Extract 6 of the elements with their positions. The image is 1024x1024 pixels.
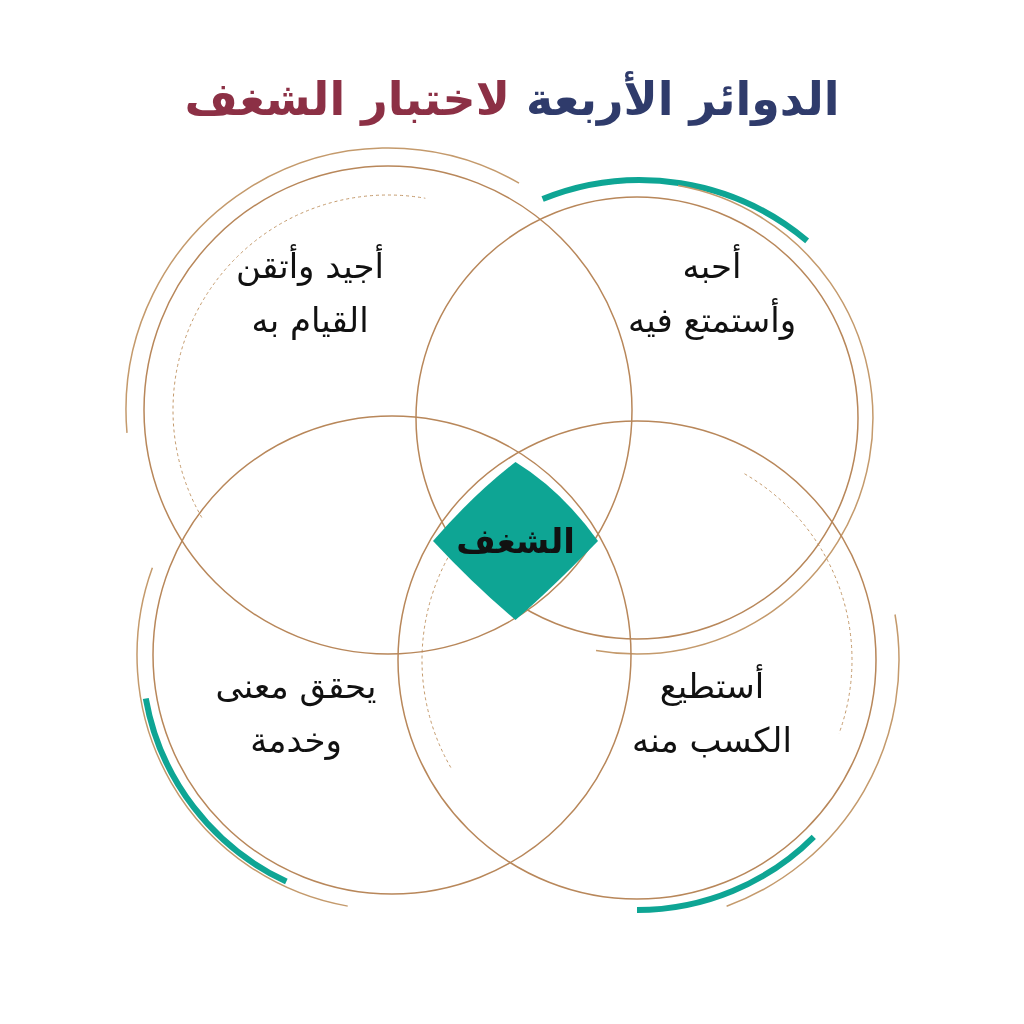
title: الدوائر الأربعة لاختبار الشغف (183, 72, 841, 126)
center-label: الشغف (455, 520, 576, 563)
circle-label: أحبه وأستمتع فيه (627, 243, 797, 342)
circle-label: يحقق معنى وخدمة (214, 665, 378, 762)
circle-label: أستطيع الكسب منه (631, 663, 793, 762)
circle-label: أجيد وأتقن القيام به (235, 243, 385, 342)
